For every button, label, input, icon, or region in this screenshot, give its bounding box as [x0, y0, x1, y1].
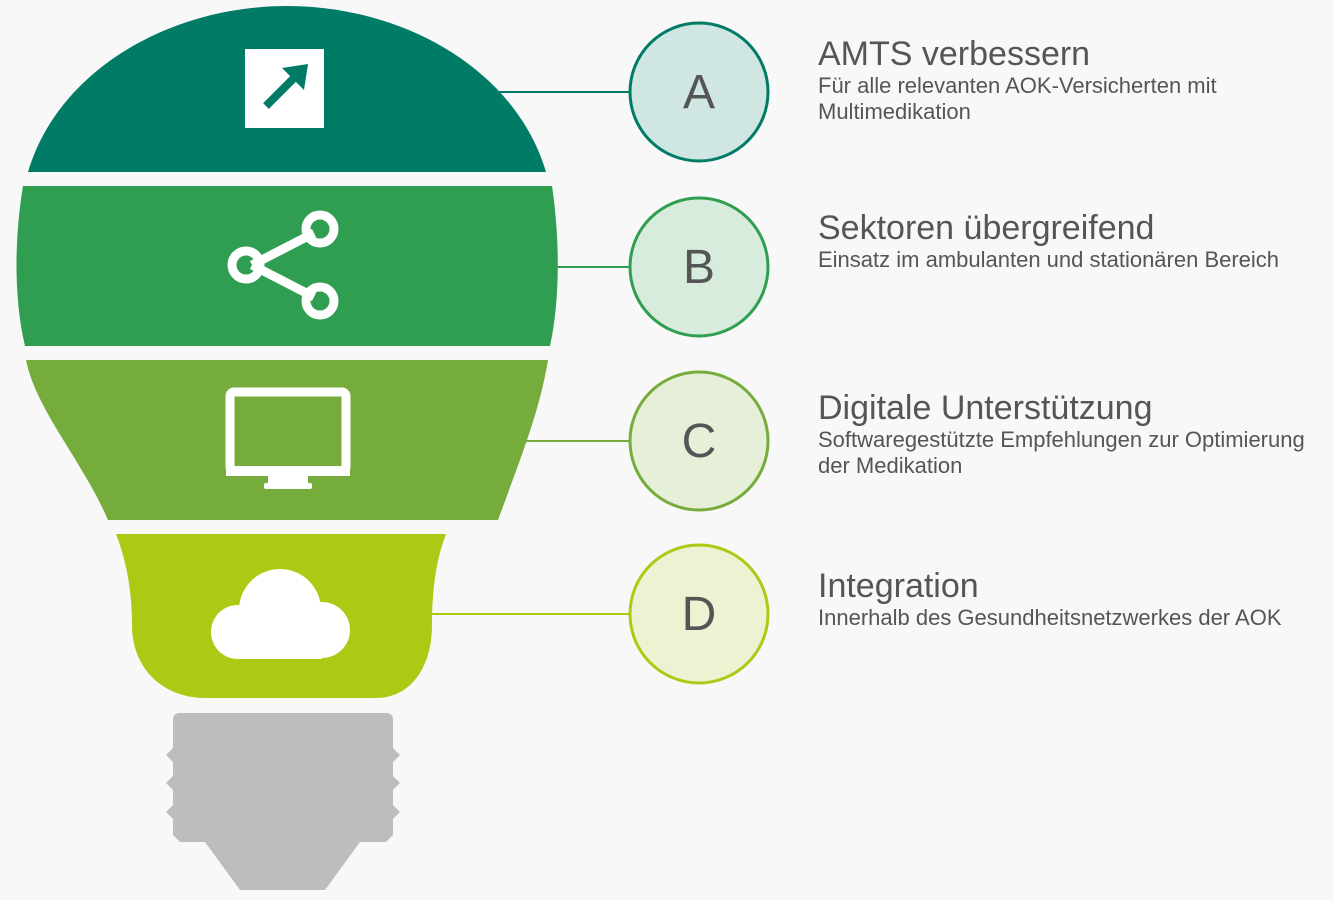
item-b-text: Sektoren übergreifend Einsatz im ambulan… — [818, 209, 1328, 273]
badge-a — [628, 21, 770, 163]
badge-c — [628, 370, 770, 512]
item-a-description: Für alle relevanten AOK-Versicherten mit… — [818, 73, 1217, 124]
badge-letter-d: D — [682, 588, 717, 641]
item-d-text: Integration Innerhalb des Gesundheitsnet… — [818, 567, 1328, 631]
badge-b — [628, 196, 770, 338]
item-b-description: Einsatz im ambulanten und stationären Be… — [818, 247, 1280, 272]
cloud-icon — [211, 569, 350, 659]
item-d-title: Integration — [818, 567, 979, 605]
share-icon — [227, 210, 339, 320]
item-b-title: Sektoren übergreifend — [818, 209, 1155, 247]
item-c-text: Digitale Unterstützung Softwaregestützte… — [818, 389, 1328, 479]
badge-letter-b: B — [683, 241, 715, 294]
badge-d — [628, 543, 770, 685]
bulb-segment-b — [16, 186, 558, 346]
item-d-description: Innerhalb des Gesundheitsnetzwerkes der … — [818, 605, 1282, 630]
bulb-segment-c — [26, 360, 548, 520]
bulb-base — [166, 713, 400, 890]
monitor-icon — [225, 387, 351, 489]
arrow-up-right-icon — [245, 49, 324, 128]
item-c-title: Digitale Unterstützung — [818, 389, 1153, 427]
badge-letter-a: A — [683, 66, 715, 119]
badge-letter-c: C — [682, 415, 717, 468]
item-a-title: AMTS verbessern — [818, 35, 1091, 73]
item-a-text: AMTS verbessern Für alle relevanten AOK-… — [818, 35, 1328, 125]
item-c-description: Softwaregestützte Empfehlungen zur Optim… — [818, 427, 1305, 478]
